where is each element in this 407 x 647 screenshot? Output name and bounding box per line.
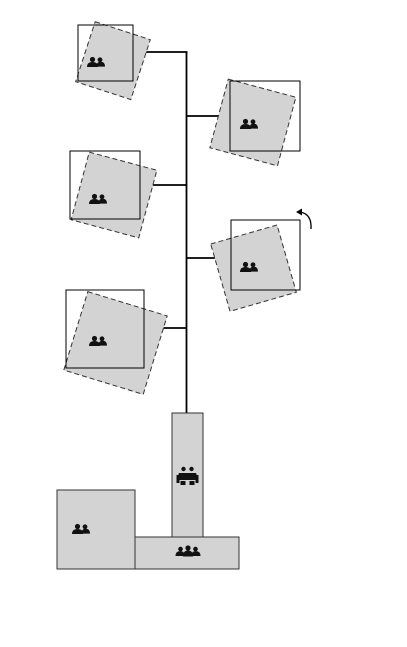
rotate-arrow-icon xyxy=(296,208,312,230)
rotated-room-1 xyxy=(75,21,151,101)
rotated-room-shape xyxy=(63,291,168,395)
room-outline xyxy=(77,24,134,82)
room-outline xyxy=(230,219,301,291)
room-outline xyxy=(229,80,301,152)
square-block xyxy=(56,489,136,570)
rotated-room-2 xyxy=(209,78,301,167)
rotated-room-4 xyxy=(210,208,312,312)
room-outline xyxy=(69,150,141,220)
rotated-room-shape xyxy=(75,21,151,101)
rotated-room-shape xyxy=(70,151,158,239)
base-blocks xyxy=(56,412,240,570)
rotated-room-3 xyxy=(69,150,158,239)
room-outline xyxy=(65,289,145,369)
rotated-room-5 xyxy=(63,289,168,395)
